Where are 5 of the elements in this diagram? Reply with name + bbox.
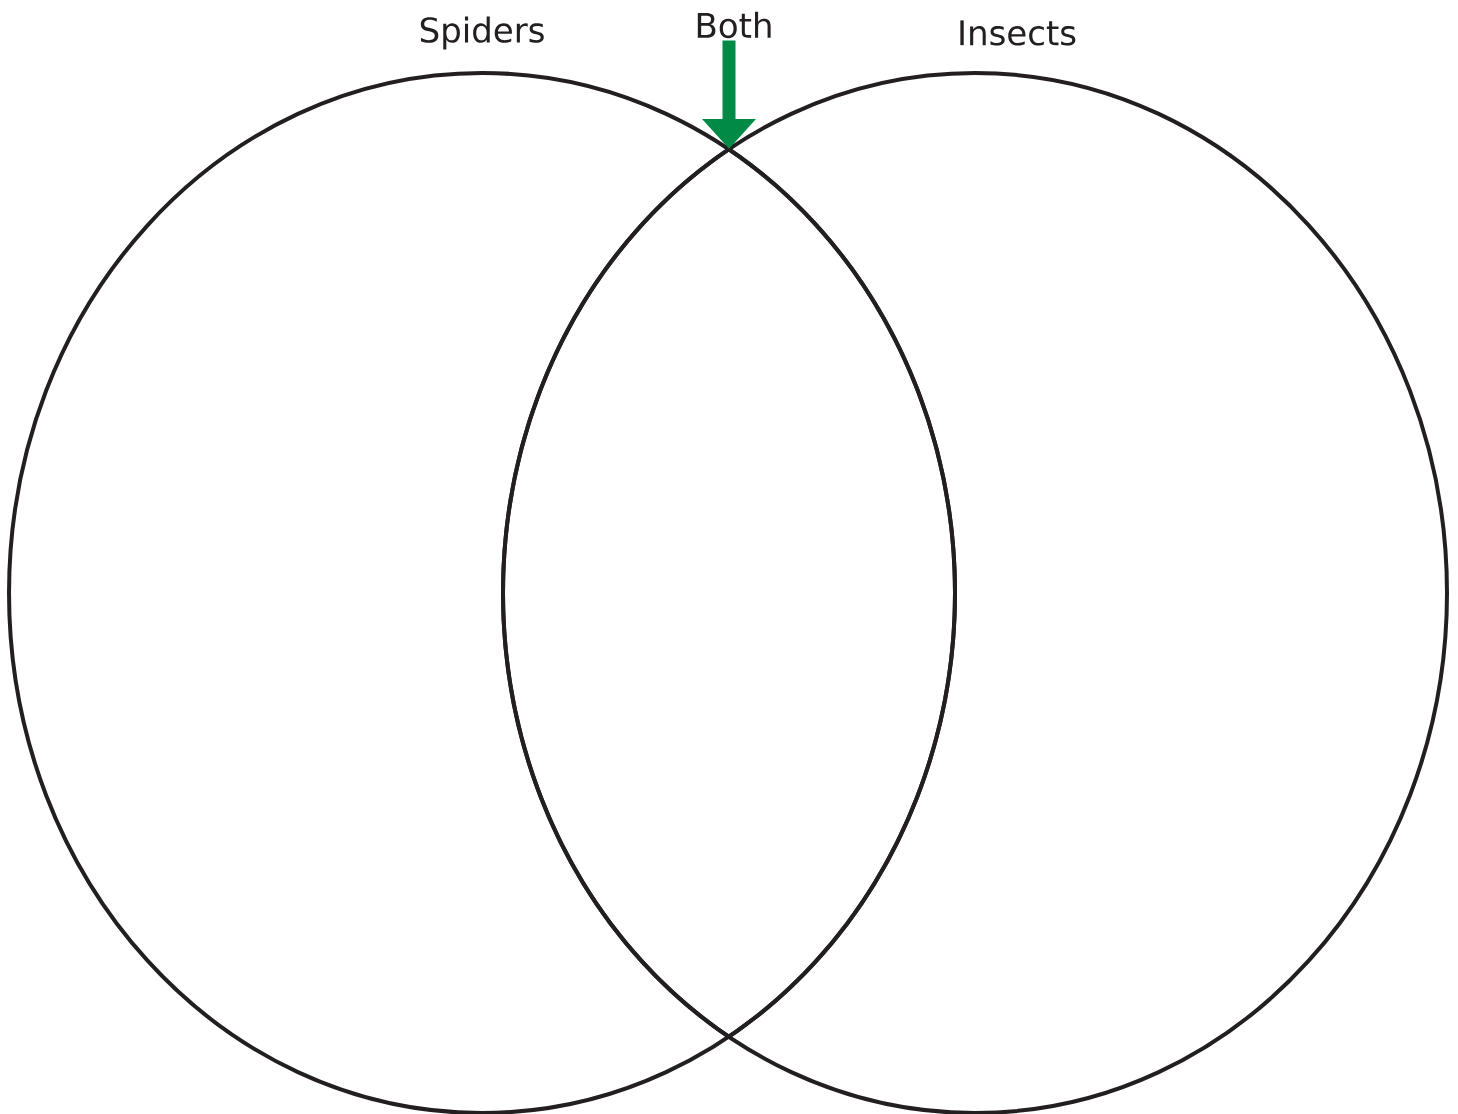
overlap-heading: Both bbox=[697, 11, 771, 39]
venn-circle bbox=[501, 71, 1449, 1114]
circle-heading: Insects bbox=[960, 20, 1076, 46]
circle-heading: Spiders bbox=[420, 16, 544, 50]
venn-circle bbox=[7, 71, 957, 1114]
